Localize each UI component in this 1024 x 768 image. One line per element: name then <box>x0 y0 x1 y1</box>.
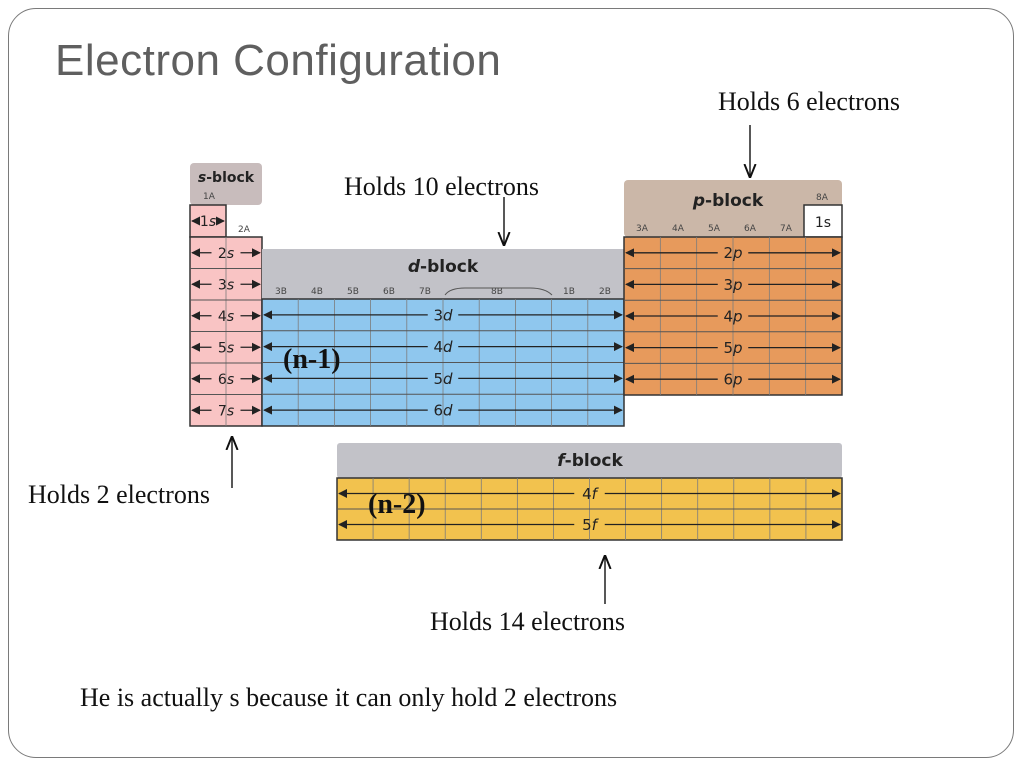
p-row-6p-label: 6p <box>723 371 742 389</box>
p-group-6a: 6A <box>744 224 757 234</box>
p-block: p-block 8A 3A 4A 5A 6A 7A 1s 2p 3p 4p 5p 6p <box>623 180 843 396</box>
d-8b-bracket <box>444 287 553 296</box>
d-block-header <box>262 249 624 299</box>
p-block-header <box>624 180 842 237</box>
d-row-4d-label: 4d <box>433 338 453 356</box>
p-group-5a: 5A <box>708 224 721 234</box>
d-group-5b: 5B <box>347 287 359 297</box>
s-row-4s-label: 4s <box>218 309 234 325</box>
f-row-4f-label: 4f <box>582 485 600 503</box>
callout-p-block: Holds 6 electrons <box>718 87 900 116</box>
f-row-5f-label: 5f <box>582 516 600 534</box>
p-group-7a: 7A <box>780 224 793 234</box>
label-n-minus-1: (n-1) <box>283 344 341 375</box>
p-group-8a: 8A <box>816 193 829 203</box>
f-block-title: f-block <box>557 451 623 471</box>
d-group-7b: 7B <box>419 287 431 297</box>
s-row-3s-label: 3s <box>218 277 234 293</box>
p-group-4a: 4A <box>672 224 685 234</box>
d-row-5d-label: 5d <box>433 370 453 388</box>
d-group-4b: 4B <box>311 287 323 297</box>
s-block-header <box>190 163 262 205</box>
label-n-minus-2: (n-2) <box>368 489 426 520</box>
callout-d-block: Holds 10 electrons <box>344 172 539 201</box>
p-block-title: p-block <box>692 191 764 211</box>
s-row-7s-label: 7s <box>218 403 234 419</box>
d-block-title: d-block <box>408 257 479 277</box>
s-row-5s-label: 5s <box>218 340 234 356</box>
s-row-6s-label: 6s <box>218 372 234 388</box>
d-row-3d-label: 3d <box>433 306 453 324</box>
s-group-1a: 1A <box>203 192 216 202</box>
helium-note: He is actually s because it can only hol… <box>80 683 618 712</box>
p-row-3p-label: 3p <box>723 276 742 294</box>
d-group-3b: 3B <box>275 287 287 297</box>
f-block: f-block 4f 5f <box>336 443 843 541</box>
d-block: d-block 3B 4B 5B 6B 7B 8B 1B 2B 3d 4d 5d 6d <box>261 249 625 427</box>
p-block-he-cell <box>803 204 843 238</box>
d-group-2b: 2B <box>599 287 611 297</box>
d-row-6d-label: 6d <box>433 402 453 420</box>
p-row-2p-label: 2p <box>723 244 742 262</box>
s-group-2a: 2A <box>238 225 251 235</box>
callout-s-block: Holds 2 electrons <box>28 480 210 509</box>
s-row-2s-label: 2s <box>218 246 234 262</box>
p-row-5p-label: 5p <box>723 339 742 357</box>
d-group-1b: 1B <box>563 287 575 297</box>
slide-title: Electron Configuration <box>55 36 502 85</box>
s-row-1s-label: 1s <box>200 214 216 230</box>
s-block-title: s-block <box>198 170 255 186</box>
p-block-he-label: 1s <box>815 215 831 231</box>
d-group-6b: 6B <box>383 287 395 297</box>
d-group-8b: 8B <box>491 287 503 297</box>
p-group-3a: 3A <box>636 224 649 234</box>
callout-f-block: Holds 14 electrons <box>430 607 625 636</box>
f-block-header <box>337 443 842 478</box>
p-row-4p-label: 4p <box>723 307 742 325</box>
